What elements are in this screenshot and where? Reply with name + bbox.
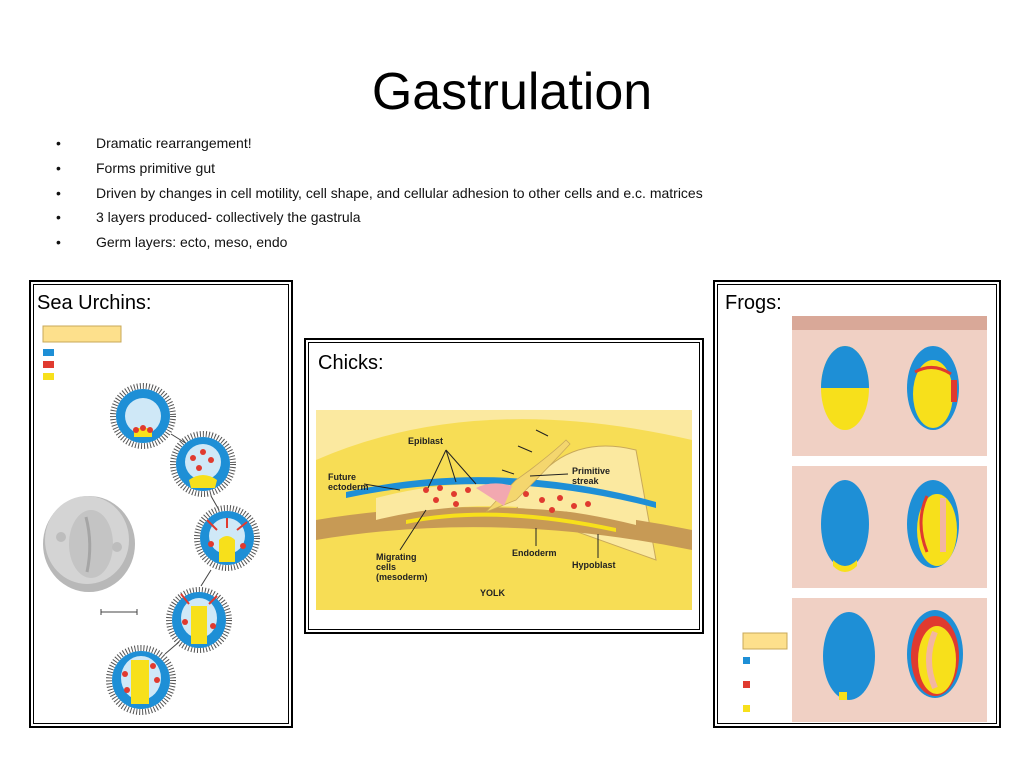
frog-stage-2-external <box>821 480 869 572</box>
bullet-text: 3 layers produced- collectively the gast… <box>96 209 361 226</box>
sea-urchin-label: Sea Urchins: <box>37 292 152 314</box>
migrating-cells-text: Migrating <box>376 552 417 562</box>
bullet-text: Driven by changes in cell motility, cell… <box>96 184 703 201</box>
bullet-icon: • <box>56 135 61 151</box>
sea-urchin-diagram <box>42 325 260 715</box>
bullet-icon: • <box>56 184 61 201</box>
legend-swatch-blue <box>743 657 750 664</box>
legend-swatch-red <box>43 361 54 368</box>
bullet-icon: • <box>56 159 61 176</box>
frogs-panel: Frogs: <box>713 280 1001 728</box>
frog-stage-2-section <box>907 480 959 568</box>
endoderm-layer <box>406 512 616 532</box>
bullet-item: • 3 layers produced- collectively the gas… <box>56 207 703 232</box>
frog-stage-3-external <box>823 612 875 700</box>
frog-stage-1-section <box>907 346 959 430</box>
bullet-item: • Germ layers: ecto, meso, endo <box>56 232 703 257</box>
legend-swatch-yellow <box>43 373 54 380</box>
legend-swatch-yellow <box>743 705 750 712</box>
bullet-text: Dramatic rearrangement! <box>96 135 252 151</box>
embryo-micrograph <box>43 496 135 592</box>
bullet-text: Germ layers: ecto, meso, endo <box>96 234 288 251</box>
bullet-list: • Dramatic rearrangement! • Forms primitiv… <box>56 133 703 257</box>
sea-urchin-panel: Sea Urchins: <box>29 280 293 728</box>
primitive-streak-text-2: streak <box>572 476 600 486</box>
legend-swatch-red <box>743 681 750 688</box>
legend-swatch-tan <box>742 632 788 650</box>
migrating-cells-text-2: cells <box>376 562 396 572</box>
chicks-label: Chicks: <box>318 352 384 374</box>
chick-gastrulation-diagram: Epiblast Future ectoderm Primitive strea… <box>316 410 692 610</box>
migrating-cells <box>423 485 591 513</box>
bullet-text: Forms primitive gut <box>96 159 216 176</box>
epiblast-text: Epiblast <box>408 436 443 446</box>
urchin-stage-5 <box>106 645 176 715</box>
legend-swatch-blue <box>43 349 54 356</box>
endoderm-text: Endoderm <box>512 548 557 558</box>
epiblast-layer <box>346 477 656 508</box>
yolk-text: YOLK <box>480 588 506 598</box>
bullet-icon: • <box>56 209 61 226</box>
bullet-item: • Forms primitive gut <box>56 158 703 183</box>
bullet-item: • Driven by changes in cell motility, cel… <box>56 183 703 208</box>
urchin-stage-3 <box>194 505 260 571</box>
frog-stage-1-external <box>821 346 869 430</box>
slide-title: Gastrulation <box>371 63 653 121</box>
future-ectoderm-text-2: ectoderm <box>328 482 369 492</box>
future-ectoderm-text: Future <box>328 472 356 482</box>
bullet-item: • Dramatic rearrangement! <box>56 133 703 158</box>
frog-gastrulation-diagram <box>742 316 987 722</box>
hypoblast-text: Hypoblast <box>572 560 616 570</box>
chicks-panel: Chicks: Epiblas <box>304 338 704 634</box>
urchin-stage-1 <box>110 383 176 449</box>
urchin-stage-4 <box>166 587 232 653</box>
primitive-streak-text: Primitive <box>572 466 610 476</box>
hypoblast-layer <box>316 507 692 550</box>
legend-swatch-tan <box>42 325 122 343</box>
bullet-icon: • <box>56 234 61 251</box>
frog-stage-3-section <box>907 610 963 698</box>
urchin-stage-2 <box>170 431 236 497</box>
frogs-label: Frogs: <box>725 292 782 314</box>
migrating-cells-text-3: (mesoderm) <box>376 572 428 582</box>
